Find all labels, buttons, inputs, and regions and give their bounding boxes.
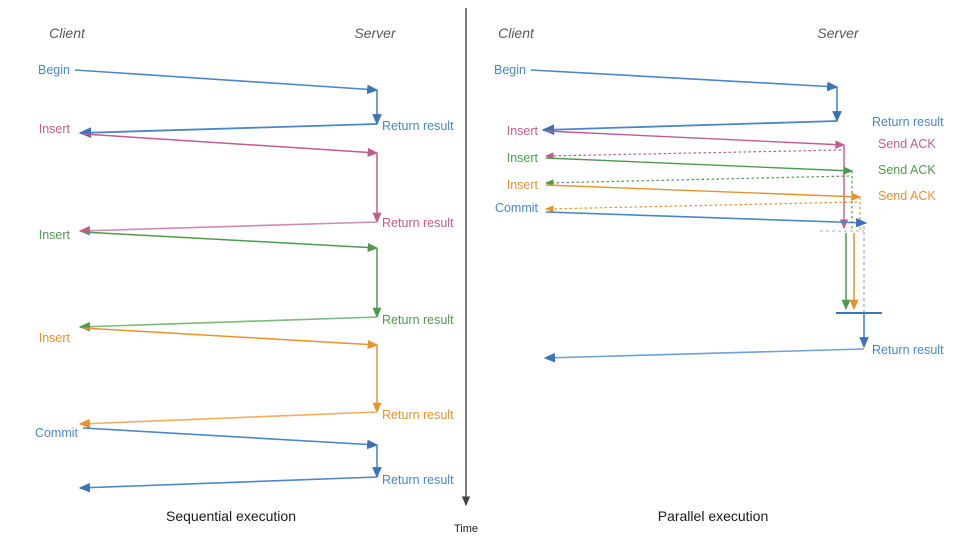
message-insert-3 xyxy=(78,327,382,429)
server-event-return-3: Return result xyxy=(382,313,454,327)
client-event-begin-2: Begin xyxy=(494,63,526,77)
server-event-ack-1: Send ACK xyxy=(878,137,936,151)
message-insert-p3 xyxy=(545,184,862,311)
client-event-insert-1: Insert xyxy=(39,122,71,136)
client-event-insert-p1: Insert xyxy=(507,124,539,138)
server-event-return-p1: Return result xyxy=(872,115,944,129)
panel-sequential: Client Server xyxy=(35,25,454,524)
message-begin xyxy=(74,69,382,126)
server-event-return-4: Return result xyxy=(382,408,454,422)
client-event-insert-2: Insert xyxy=(39,228,71,242)
client-event-commit: Commit xyxy=(35,426,79,440)
message-insert-2 xyxy=(78,231,382,332)
message-insert-1 xyxy=(78,133,382,236)
server-event-return-p2: Return result xyxy=(872,343,944,357)
time-axis-label: Time xyxy=(454,523,478,535)
lane-title-server: Server xyxy=(354,25,397,41)
message-begin-2 xyxy=(530,69,842,136)
client-event-begin: Begin xyxy=(38,63,70,77)
client-event-insert-p2: Insert xyxy=(507,151,539,165)
message-commit-2 xyxy=(543,211,882,363)
server-event-ack-2: Send ACK xyxy=(878,163,936,177)
server-event-ack-3: Send ACK xyxy=(878,189,936,203)
panel-parallel: Client Server xyxy=(494,25,944,524)
server-event-return-5: Return result xyxy=(382,473,454,487)
caption-parallel: Parallel execution xyxy=(658,508,769,524)
client-event-commit-2: Commit xyxy=(495,201,539,215)
server-event-return-2: Return result xyxy=(382,216,454,230)
lane-title-client: Client xyxy=(49,25,86,41)
caption-sequential: Sequential execution xyxy=(166,508,296,524)
message-insert-p2 xyxy=(545,157,854,311)
client-event-insert-p3: Insert xyxy=(507,178,539,192)
lane-title-server-2: Server xyxy=(817,25,860,41)
server-event-return-1: Return result xyxy=(382,119,454,133)
time-axis: Time xyxy=(454,8,478,535)
message-return-result-1 xyxy=(78,123,378,139)
message-commit xyxy=(78,427,382,493)
lane-title-client-2: Client xyxy=(498,25,535,41)
message-insert-p1 xyxy=(545,130,849,230)
client-event-insert-3: Insert xyxy=(39,331,71,345)
